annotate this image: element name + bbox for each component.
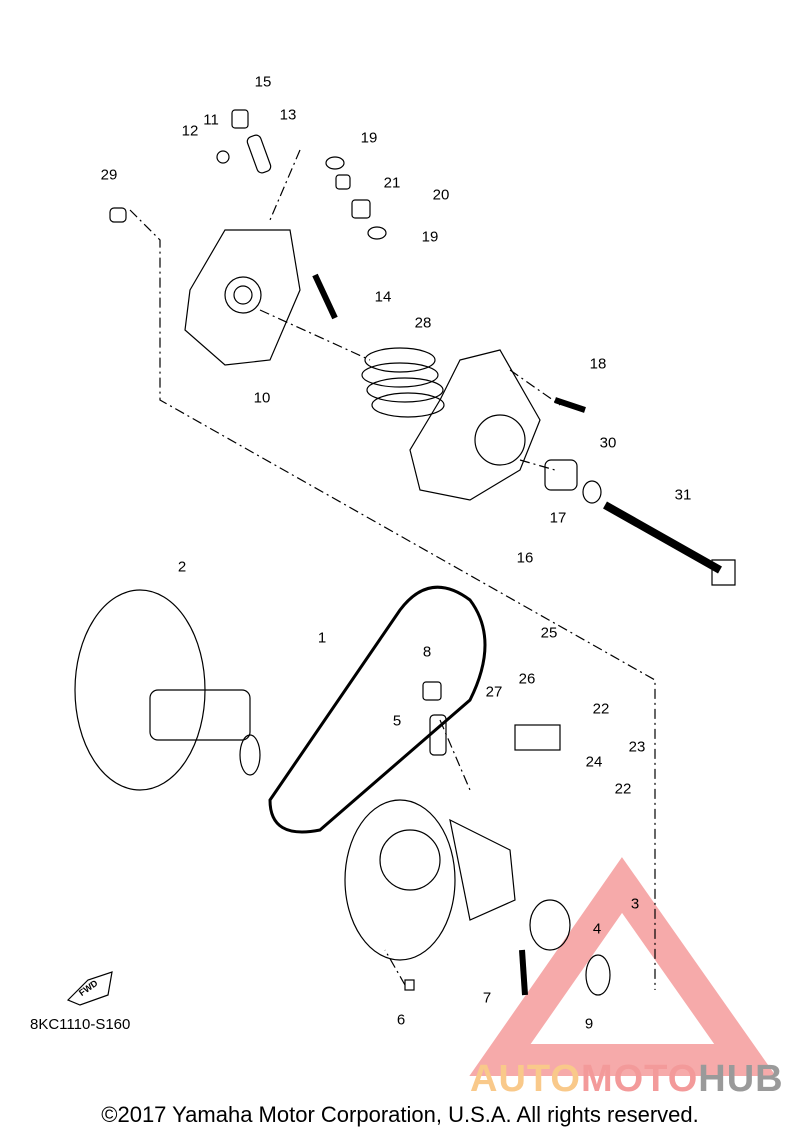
part-5-sleeve <box>429 714 447 756</box>
watermark-moto: MOTO <box>580 1058 699 1100</box>
part-13-collar <box>246 134 272 174</box>
part-3-sheave <box>344 799 516 961</box>
part-18-bolt <box>554 397 586 413</box>
copyright-notice: ©2017 Yamaha Motor Corporation, U.S.A. A… <box>101 1102 699 1127</box>
callout-7: 7 <box>482 989 492 1007</box>
part-30-washer <box>582 480 602 504</box>
part-28-spring <box>361 347 445 418</box>
callout-15: 15 <box>254 73 272 91</box>
part-8-nut <box>422 681 442 701</box>
callout-24: 24 <box>585 753 603 771</box>
part-11-washer <box>216 150 230 164</box>
part-29-cap <box>109 207 127 223</box>
callout-1: 1 <box>317 629 327 647</box>
part-17-bushing <box>544 459 578 491</box>
callout-13: 13 <box>279 106 297 124</box>
callout-11: 11 <box>203 111 219 129</box>
callout-28: 28 <box>414 314 432 332</box>
callout-20: 20 <box>432 186 450 204</box>
part-7-bolt <box>519 949 528 996</box>
callout-19: 19 <box>360 129 378 147</box>
diagram-code: 8KC1110-S160 <box>30 1016 131 1033</box>
callout-30: 30 <box>599 434 617 452</box>
callout-16: 16 <box>516 549 534 567</box>
part-23-bracket <box>514 724 561 751</box>
callout-10: 10 <box>253 389 271 407</box>
callout-8: 8 <box>422 643 432 661</box>
callout-31: 31 <box>674 486 692 504</box>
callout-5: 5 <box>392 712 402 730</box>
part-4-bearing <box>529 899 571 951</box>
callout-2: 2 <box>177 558 187 576</box>
callout-21: 21 <box>383 174 401 192</box>
part-6-pin <box>404 979 415 991</box>
callout-3: 3 <box>630 895 640 913</box>
part-1-belt <box>268 585 487 834</box>
watermark-triangle <box>469 857 776 1076</box>
guide-lines <box>129 149 656 990</box>
callout-9: 9 <box>584 1015 594 1033</box>
watermark-hub: HUB <box>698 1058 784 1100</box>
callout-18: 18 <box>589 355 607 373</box>
part-9-seal <box>585 954 611 996</box>
callout-26: 26 <box>518 670 536 688</box>
callout-29: 29 <box>100 166 118 184</box>
part-15-nut <box>231 109 249 129</box>
callout-17: 17 <box>549 509 567 527</box>
fwd-arrow-icon <box>66 971 113 1006</box>
part-31-bolt <box>603 501 722 574</box>
callout-4: 4 <box>592 920 602 938</box>
part-2-sheave <box>74 589 261 791</box>
callout-22b: 22 <box>614 780 632 798</box>
part-16-cover <box>409 349 541 501</box>
callout-14: 14 <box>374 288 392 306</box>
watermark-auto: AUTO <box>470 1058 581 1100</box>
callout-12: 12 <box>181 122 199 140</box>
part-10-spider <box>184 229 301 366</box>
callout-22: 22 <box>592 700 610 718</box>
callout-19b: 19 <box>421 228 439 246</box>
callout-6: 6 <box>396 1011 406 1029</box>
callout-23: 23 <box>628 738 646 756</box>
watermark-logo: AUTOMOTOHUB <box>470 1058 784 1101</box>
callout-27: 27 <box>485 683 503 701</box>
callout-25: 25 <box>540 624 558 642</box>
